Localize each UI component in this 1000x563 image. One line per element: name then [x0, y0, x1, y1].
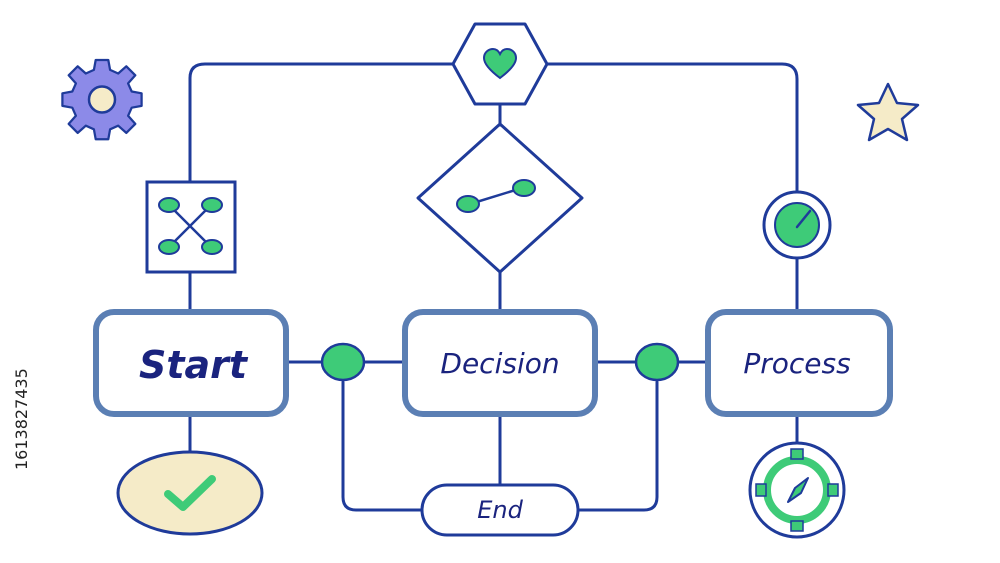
link-icon	[456, 179, 536, 213]
stock-id-text: 1613827435	[12, 368, 31, 470]
side-stock-id: 1613827435	[12, 368, 31, 470]
process-node: Process	[705, 309, 893, 417]
compass-icon	[748, 441, 846, 539]
gear-icon	[61, 58, 143, 141]
gauge-icon	[762, 190, 832, 260]
line-left-loop	[341, 380, 424, 512]
heart-hexagon	[451, 22, 549, 106]
decision-diamond	[416, 122, 584, 274]
heart-icon	[482, 47, 518, 80]
check-node	[116, 450, 264, 536]
start-label: Start	[139, 343, 249, 387]
star-icon	[856, 82, 920, 142]
connector-dot-left	[320, 342, 366, 382]
end-node: End	[420, 483, 580, 537]
start-node: Start	[93, 309, 289, 417]
end-label: End	[477, 496, 523, 524]
line-right-loop	[576, 380, 659, 512]
line-top-right	[543, 62, 799, 194]
decision-node: Decision	[402, 309, 598, 417]
checkmark-icon	[164, 475, 216, 511]
network-box	[145, 180, 237, 274]
line-top-left	[188, 62, 457, 184]
connector-dot-right	[634, 342, 680, 382]
process-label: Process	[743, 347, 850, 380]
decision-label: Decision	[440, 347, 559, 380]
network-icon	[158, 197, 223, 255]
connector-lines	[188, 62, 799, 512]
